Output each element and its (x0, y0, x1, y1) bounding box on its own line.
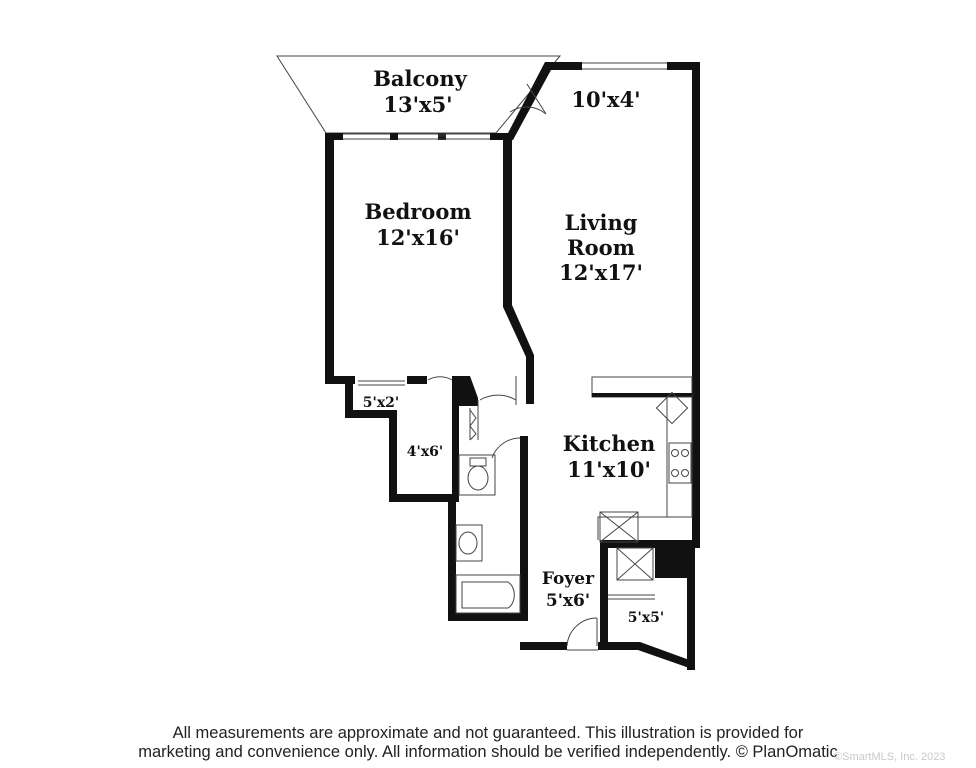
wall-bath-right (520, 436, 528, 621)
bedroom-name: Bedroom (364, 199, 471, 224)
balcony-door-swing (509, 106, 547, 115)
wall-bedroom-left (325, 133, 334, 383)
front-door-swing (566, 617, 598, 647)
wall-diagonal-bedroom-living (503, 133, 534, 400)
upper-room-size: 10'x4' (571, 87, 640, 112)
foyer-size: 5'x6' (546, 591, 590, 611)
closet-hall-size: 4'x6' (407, 444, 443, 460)
wall-closet-5x5-top (600, 540, 700, 548)
kitchen-side-counter (666, 396, 693, 518)
bath-sink-counter (455, 524, 483, 562)
hall-closet-bifold-zig (469, 409, 477, 441)
bathtub-inner (461, 581, 515, 609)
living-room-size: 12'x17' (559, 260, 643, 285)
utility-box-1 (616, 547, 654, 581)
bath-door-swing (491, 437, 523, 459)
bath-vanity-area (458, 454, 496, 496)
toilet-tank (469, 457, 487, 467)
wall-living-right (692, 62, 700, 547)
bath-sink-icon (458, 531, 478, 555)
wall-closet-5x2-left (345, 376, 353, 418)
hall-door-swing (479, 394, 517, 401)
wall-closet-4x6-left (389, 410, 397, 502)
kitchen-sink-icon (655, 391, 689, 425)
balcony-size: 13'x5' (383, 92, 452, 117)
wall-bath-left (448, 500, 456, 621)
watermark: ©SmartMLS, Inc. 2023 (834, 751, 946, 763)
wall-bath-bottom (448, 613, 528, 621)
wall-closet-5x5-bottom (600, 642, 695, 670)
stove-burner-3 (671, 469, 679, 477)
wall-bedroom-bottom-left (325, 376, 355, 384)
kitchen-counter-return (597, 516, 667, 540)
wall-foyer-bottom (520, 642, 567, 650)
kitchen-size: 11'x10' (567, 457, 651, 482)
stove-burner-4 (681, 469, 689, 477)
wall-bath-right-top (526, 392, 534, 404)
toilet-icon (467, 465, 489, 491)
wall-hall-corner (452, 376, 478, 406)
kitchen-name: Kitchen (563, 431, 656, 456)
balcony-name: Balcony (373, 66, 467, 91)
utility-box-1-x2 (616, 547, 654, 581)
wall-closet-5x5-right (687, 540, 695, 670)
refrigerator-icon (599, 511, 639, 543)
wall-closet-4x6-right (452, 376, 459, 502)
wall-bedroom-top-right (490, 133, 508, 140)
closet-bedroom-size: 5'x2' (363, 395, 399, 411)
balcony-door-leaf (526, 83, 547, 115)
bathtub-outline (455, 574, 521, 614)
bedroom-size: 12'x16' (376, 225, 460, 250)
wall-closet-5x2-bottom (345, 410, 397, 418)
foyer-name: Foyer (542, 569, 595, 589)
disclaimer-line-2: marketing and convenience only. All info… (138, 743, 838, 761)
closet-foyer-size: 5'x5' (628, 610, 664, 626)
wall-closet-4x6-bottom (389, 494, 459, 502)
disclaimer-line-1: All measurements are approximate and not… (172, 724, 804, 742)
wall-living-top-right (667, 62, 700, 70)
wall-bedroom-bottom-mid (407, 376, 427, 384)
stove-burner-1 (671, 449, 679, 457)
stove-burner-2 (681, 449, 689, 457)
refrigerator-x2 (599, 511, 639, 543)
wall-bedroom-top-mid (390, 133, 398, 140)
wall-bedroom-top (325, 133, 343, 140)
floor-plan-drawing: Balcony 13'x5' 10'x4' Bedroom 12'x16' Li… (276, 55, 700, 670)
stove-icon (668, 442, 692, 484)
kitchen-counter-edge (592, 393, 692, 397)
wall-living-top-angle (496, 62, 582, 140)
living-room-name-2: Room (567, 235, 635, 260)
bedroom-closet-door-swing (427, 376, 453, 381)
wall-foyer-right (600, 540, 608, 650)
disclaimer-text: All measurements are approximate and not… (0, 724, 976, 762)
living-room-name-1: Living (565, 210, 638, 235)
